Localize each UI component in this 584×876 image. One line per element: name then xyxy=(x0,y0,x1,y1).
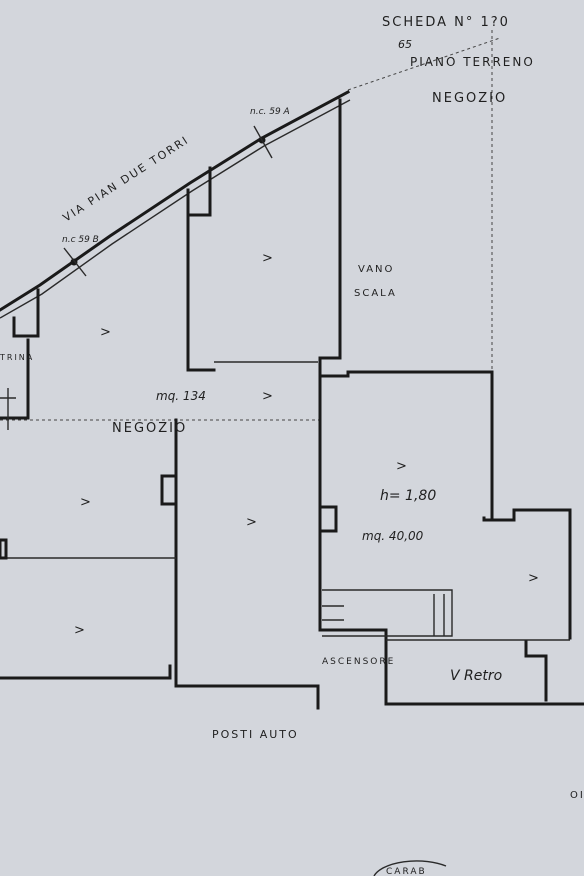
arrow-2: > xyxy=(262,251,273,266)
wall-lower-left-bottom xyxy=(0,664,172,680)
wall-column-a xyxy=(186,188,216,372)
label-negozio-mid: NEGOZIO xyxy=(112,421,187,436)
header-piano: PIANO TERRENO xyxy=(410,55,535,69)
wall-retro-edge xyxy=(524,640,548,702)
stamp-text: CARAB xyxy=(386,867,427,876)
stamp-outline xyxy=(373,860,447,876)
civic-marker-b-tick xyxy=(63,247,87,277)
header-number-hint: 65 xyxy=(398,38,412,51)
label-vetrina-partial: TRINA xyxy=(0,353,34,362)
label-civic-a: n.c. 59 A xyxy=(250,107,290,117)
wall-left-shop xyxy=(12,288,40,338)
label-area-1: mq. 134 xyxy=(156,389,206,403)
pillar-c xyxy=(0,538,8,560)
street-frontage-outer xyxy=(0,89,351,312)
arrow-7: > xyxy=(528,571,539,586)
label-posti-auto: POSTI AUTO xyxy=(212,728,299,741)
guide-line-street xyxy=(347,37,501,91)
arrow-3: > xyxy=(262,389,273,404)
wall-column-b xyxy=(188,166,212,217)
label-ascensore: ASCENSORE xyxy=(322,657,395,667)
wall-back-room xyxy=(482,508,572,640)
label-edge-partial: OI xyxy=(570,790,584,801)
label-scala: SCALA xyxy=(354,288,397,299)
label-civic-b: n.c 59 B xyxy=(62,235,99,245)
arrow-4: > xyxy=(396,459,407,474)
stairs-lower xyxy=(322,589,453,637)
pillar-a xyxy=(160,474,178,506)
entrance-mark xyxy=(0,388,16,430)
arrow-5: > xyxy=(80,495,91,510)
label-vano: VANO xyxy=(358,264,394,275)
header-scheda: SCHEDA N° 1?0 xyxy=(382,15,510,30)
pillar-b xyxy=(318,505,338,533)
label-negozio-top: NEGOZIO xyxy=(432,91,507,106)
wall-stair-right xyxy=(318,98,494,520)
wall-left-lower xyxy=(0,338,30,420)
label-retro: V Retro xyxy=(450,668,502,684)
label-street: VIA PIAN DUE TORRI xyxy=(61,133,192,224)
arrow-6: > xyxy=(246,515,257,530)
wall-right-column xyxy=(318,374,584,706)
wall-central-vertical xyxy=(174,418,320,710)
arrow-1: > xyxy=(100,325,111,340)
label-area-2: mq. 40,00 xyxy=(362,529,424,543)
street-frontage-inner xyxy=(0,99,351,319)
arrow-8: > xyxy=(74,623,85,638)
civic-marker-a-tick xyxy=(253,125,273,159)
label-height: h= 1,80 xyxy=(380,488,436,504)
